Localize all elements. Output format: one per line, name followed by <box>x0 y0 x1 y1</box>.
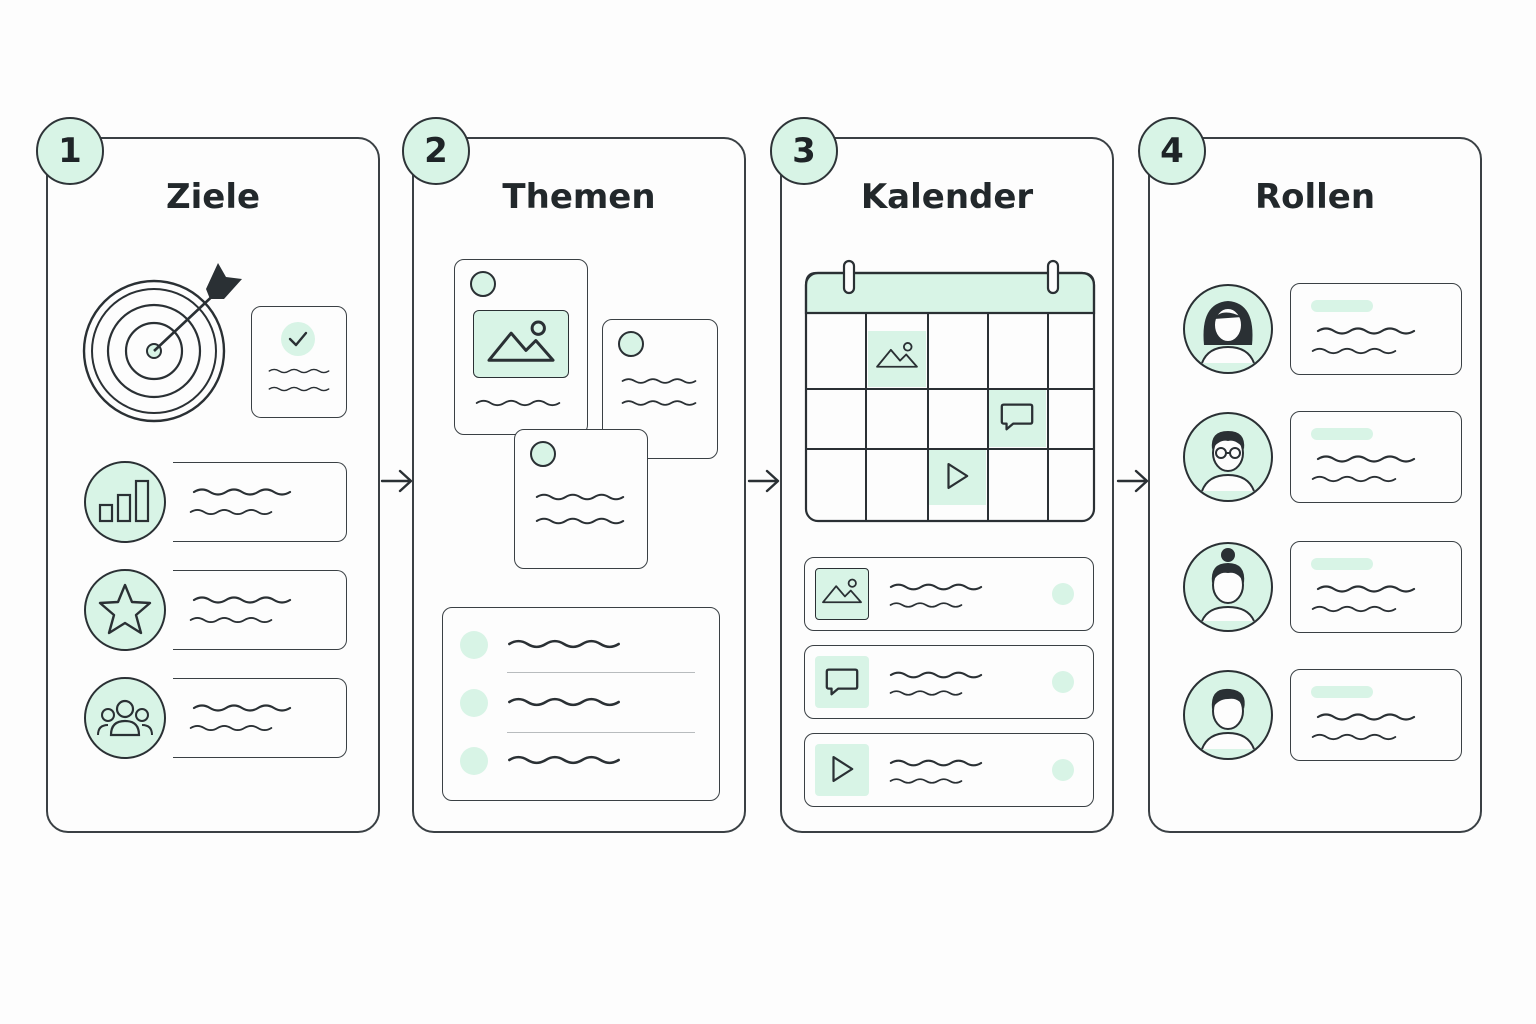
target-icon <box>82 263 242 423</box>
text-line <box>889 759 983 767</box>
event-row-image <box>804 557 1094 631</box>
text-line <box>189 616 273 624</box>
text-line <box>621 378 697 384</box>
divider <box>507 732 695 733</box>
goal-text-box <box>173 678 347 758</box>
dot-icon <box>460 631 488 659</box>
arrow-right-icon <box>747 469 780 493</box>
image-icon <box>487 320 555 362</box>
text-card <box>514 429 648 569</box>
step-panel-rollen: 4 Rollen <box>1138 117 1482 833</box>
step-badge: 1 <box>36 117 104 185</box>
chat-icon <box>825 668 859 696</box>
text-line <box>1316 585 1416 593</box>
list-card <box>442 607 720 801</box>
text-line <box>189 724 273 732</box>
checklist-card <box>251 306 347 418</box>
step-title: Themen <box>502 177 656 217</box>
role-card <box>1290 283 1462 375</box>
person-bun-icon <box>1183 542 1273 632</box>
text-line <box>889 690 963 696</box>
team-icon <box>84 677 166 759</box>
step-title: Kalender <box>860 177 1034 217</box>
event-row-chat <box>804 645 1094 719</box>
role-card <box>1290 541 1462 633</box>
dot-icon <box>470 271 496 297</box>
text-line <box>1311 605 1397 613</box>
step-panel-ziele: 1 Ziele <box>36 117 380 833</box>
text-line <box>889 602 963 608</box>
step-badge: 3 <box>770 117 838 185</box>
text-line <box>889 583 983 591</box>
text-line <box>1316 455 1416 463</box>
text-line <box>189 508 273 516</box>
step-panel-kalender: 3 Kalender <box>770 117 1114 833</box>
dot-icon <box>460 689 488 717</box>
role-card <box>1290 669 1462 761</box>
step-badge: 2 <box>402 117 470 185</box>
play-icon <box>832 755 854 783</box>
text-line <box>507 755 621 765</box>
role-card <box>1290 411 1462 503</box>
bar-chart-icon <box>84 461 166 543</box>
image-placeholder <box>473 310 569 378</box>
text-line <box>889 778 963 784</box>
role-label-bar <box>1311 558 1373 570</box>
goal-row-chart <box>84 461 166 547</box>
image-card <box>454 259 588 435</box>
text-line <box>268 386 330 392</box>
text-line <box>1311 475 1397 483</box>
image-thumb <box>815 568 869 620</box>
text-line <box>192 596 292 604</box>
status-dot <box>1052 671 1074 693</box>
status-dot <box>1052 759 1074 781</box>
step-title: Ziele <box>165 177 261 217</box>
divider <box>507 672 695 673</box>
dot-icon <box>618 331 644 357</box>
goal-row-star <box>84 569 166 655</box>
chat-thumb <box>815 656 869 708</box>
text-line <box>621 400 697 406</box>
person-man-icon <box>1183 670 1273 760</box>
step-panel-themen: 2 Themen <box>402 117 746 833</box>
arrow-right-icon <box>1116 469 1149 493</box>
step-title: Rollen <box>1254 177 1376 217</box>
person-glasses-icon <box>1183 412 1273 502</box>
dot-icon <box>460 747 488 775</box>
role-label-bar <box>1311 300 1373 312</box>
play-thumb <box>815 744 869 796</box>
goal-text-box <box>173 570 347 650</box>
text-line <box>507 639 621 649</box>
text-line <box>1316 713 1416 721</box>
step-badge: 4 <box>1138 117 1206 185</box>
dot-icon <box>530 441 556 467</box>
person-woman-icon <box>1183 284 1273 374</box>
check-icon <box>281 322 315 356</box>
role-label-bar <box>1311 686 1373 698</box>
goal-text-box <box>173 462 347 542</box>
status-dot <box>1052 583 1074 605</box>
text-line <box>192 704 292 712</box>
text-line <box>889 671 983 679</box>
text-line <box>192 488 292 496</box>
calendar-icon <box>804 259 1096 523</box>
text-line <box>1311 347 1397 355</box>
text-line <box>1316 327 1416 335</box>
text-line <box>1311 733 1397 741</box>
event-row-video <box>804 733 1094 807</box>
star-icon <box>84 569 166 651</box>
image-icon <box>821 578 863 604</box>
goal-row-team <box>84 677 166 763</box>
text-line <box>535 493 625 501</box>
text-line <box>268 368 330 374</box>
text-line <box>507 697 621 707</box>
text-line <box>535 517 625 525</box>
arrow-right-icon <box>380 469 413 493</box>
text-line <box>475 399 561 407</box>
role-label-bar <box>1311 428 1373 440</box>
